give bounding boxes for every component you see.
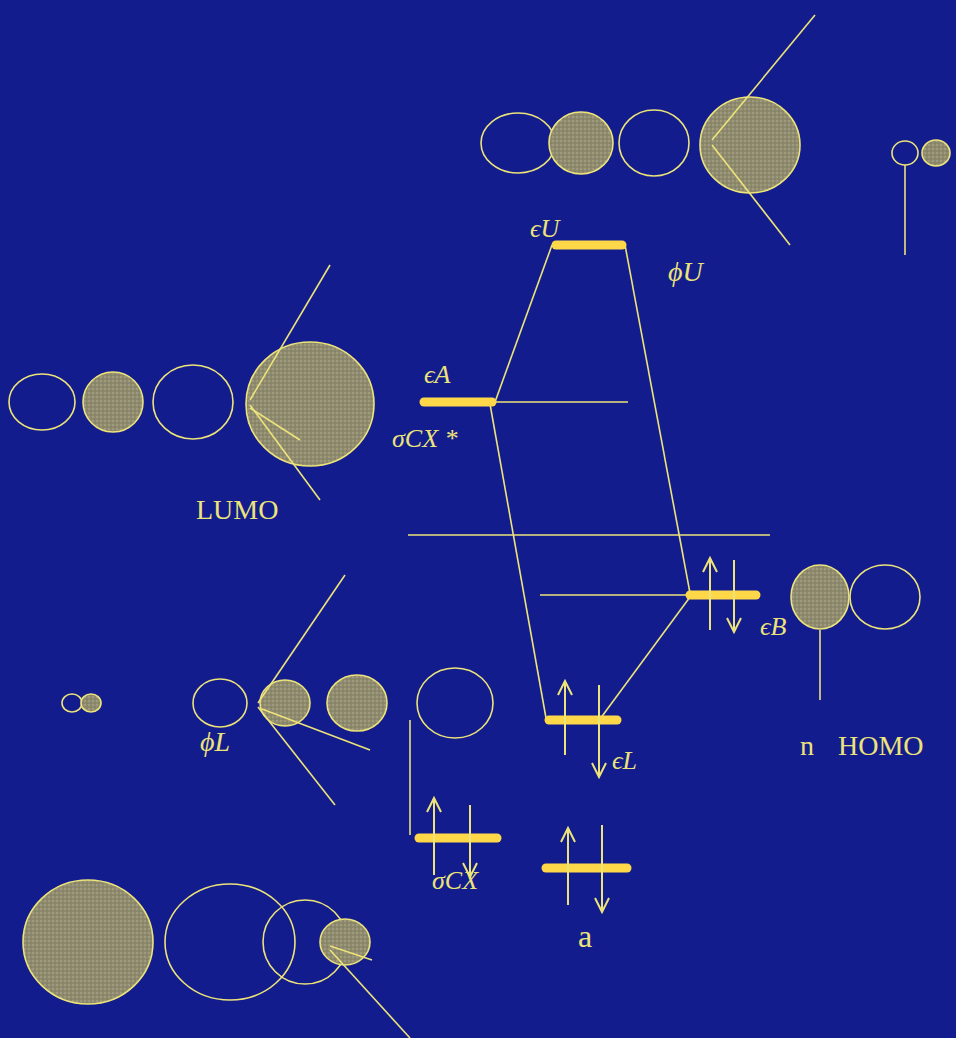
orbital-label: n [800, 732, 814, 760]
orbital-label: ϕU [668, 258, 703, 286]
orbital-name: LUMO [196, 496, 278, 524]
energy-label: ϵA [424, 362, 450, 388]
panel-letter: a [578, 920, 592, 952]
orbital-label: ϕL [200, 728, 230, 756]
orbital-label: σCX * [392, 426, 458, 452]
energy-label: ϵL [612, 748, 637, 774]
energy-label: ϵU [530, 216, 559, 242]
energy-label: ϵB [760, 614, 786, 640]
orbital-label: σCX [432, 868, 478, 894]
orbital-name: HOMO [838, 732, 924, 760]
